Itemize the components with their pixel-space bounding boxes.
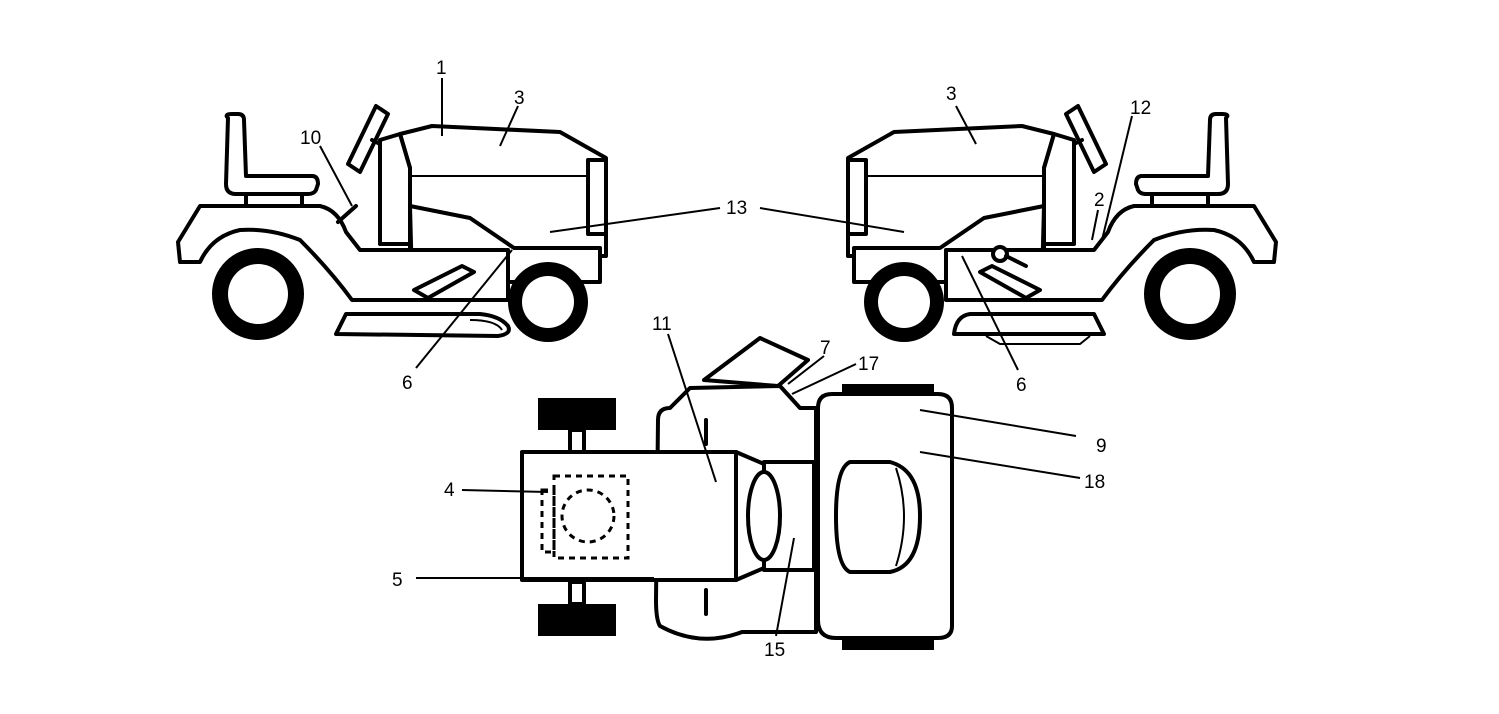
leader-3-right <box>955 105 977 145</box>
top-seat-circle <box>560 488 616 544</box>
top-front-tire-right <box>842 638 934 650</box>
callout-13: 13 <box>726 198 747 219</box>
leader-7 <box>787 355 825 385</box>
callout-9: 9 <box>1096 436 1107 457</box>
right-footboard <box>978 264 1042 300</box>
left-side-view <box>176 104 608 342</box>
leader-15 <box>775 537 795 637</box>
leader-3-left <box>499 105 519 147</box>
right-steering-wheel <box>1064 104 1108 174</box>
top-seat-back-outline <box>540 488 556 554</box>
callout-4: 4 <box>444 480 455 501</box>
right-lever <box>1004 254 1028 268</box>
leader-4 <box>461 489 549 493</box>
top-rear-wheel-left <box>538 398 616 430</box>
callout-15: 15 <box>764 640 785 661</box>
leader-13-right <box>759 207 905 233</box>
left-grille <box>586 158 608 236</box>
leader-11 <box>667 333 717 483</box>
callout-17: 17 <box>858 354 879 375</box>
callout-labels: 1 3 10 13 6 3 12 2 6 11 7 17 9 18 4 5 15 <box>300 58 1151 661</box>
left-deck-chute <box>469 319 503 331</box>
top-rear-axle-left <box>568 428 586 454</box>
left-seat <box>224 112 320 196</box>
leader-9 <box>919 409 1077 437</box>
callout-7: 7 <box>820 338 831 359</box>
top-hood-emblem-inner <box>895 467 905 567</box>
callout-10: 10 <box>300 128 321 149</box>
callout-2: 2 <box>1094 190 1105 211</box>
callout-6-right: 6 <box>1016 375 1027 396</box>
left-dash-panel <box>378 132 412 246</box>
right-side-view <box>846 104 1278 345</box>
left-footboard <box>412 264 476 300</box>
callout-5: 5 <box>392 570 403 591</box>
leader-6-right <box>961 255 1019 371</box>
right-deck-chute <box>985 335 1091 345</box>
callout-3-right: 3 <box>946 84 957 105</box>
right-lever-knob <box>991 245 1009 263</box>
right-front-hub <box>878 276 930 328</box>
leader-10 <box>319 145 353 207</box>
callout-3-left: 3 <box>514 88 525 109</box>
callout-6-left: 6 <box>402 373 413 394</box>
leader-17 <box>791 363 857 395</box>
top-seat-outline <box>552 474 630 560</box>
top-discharge-chute <box>702 336 810 388</box>
left-deck <box>334 312 511 338</box>
top-rear-wheel-right <box>538 604 616 636</box>
right-grille <box>846 158 868 236</box>
leader-lines <box>319 78 1133 637</box>
left-lever <box>336 204 358 224</box>
leader-2 <box>1091 209 1099 241</box>
left-front-hub <box>522 276 574 328</box>
left-steering-wheel <box>346 104 390 174</box>
right-rear-hub <box>1160 264 1220 324</box>
leader-6-left <box>415 249 513 369</box>
right-body <box>944 204 1278 302</box>
leader-18 <box>919 451 1081 479</box>
callout-1: 1 <box>436 58 447 79</box>
top-rear-axle-right <box>568 580 586 606</box>
right-seat <box>1134 112 1230 196</box>
callout-12: 12 <box>1130 98 1151 119</box>
right-dash-panel <box>1042 132 1076 246</box>
top-hood-emblem <box>834 460 922 574</box>
top-steering-wheel <box>746 470 782 562</box>
leader-13-left <box>549 207 721 233</box>
right-deck <box>952 312 1106 336</box>
left-rear-hub <box>228 264 288 324</box>
callout-11: 11 <box>652 314 672 335</box>
leader-12 <box>1101 115 1133 241</box>
callout-18: 18 <box>1084 472 1105 493</box>
top-view <box>520 336 954 650</box>
